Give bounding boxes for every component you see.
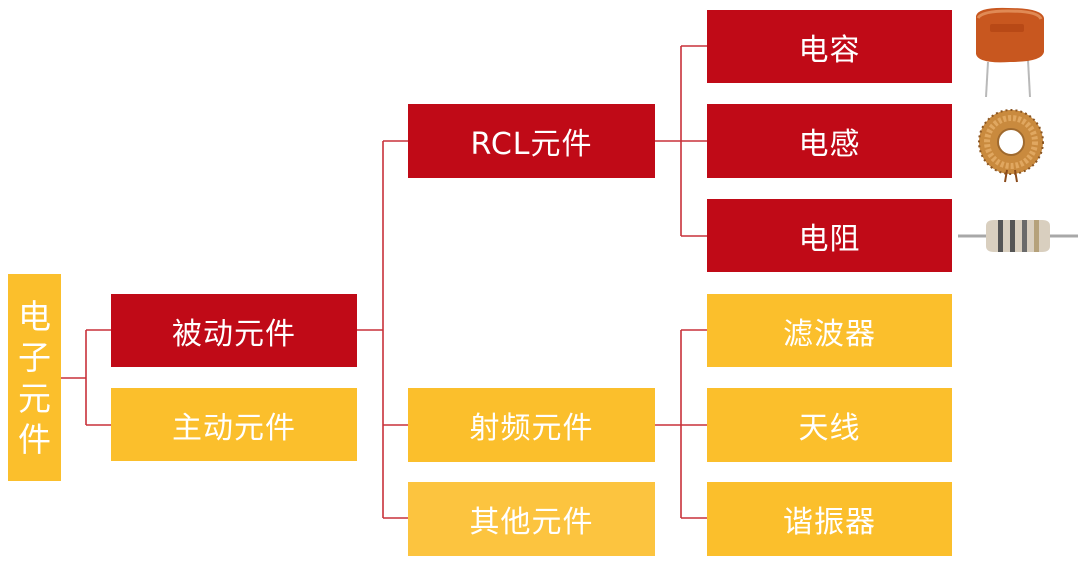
connector-root [61,329,111,426]
node-active-components: 主动元件 [111,388,357,461]
node-resonator: 谐振器 [707,482,952,556]
node-other-components: 其他元件 [408,482,655,556]
node-capacitor: 电容 [707,10,952,83]
root-char-2: 子 [18,337,51,377]
connector-rf [655,329,707,519]
node-antenna: 天线 [707,388,952,462]
resistor-icon [958,220,1078,252]
connector-rcl [655,45,707,237]
root-char-4: 件 [18,419,51,459]
node-filter: 滤波器 [707,294,952,367]
node-inductor: 电感 [707,104,952,178]
connector-passive [357,140,408,519]
node-rf-components: 射频元件 [408,388,655,462]
capacitor-icon [976,7,1044,98]
inductor-icon [978,109,1044,183]
node-resistor: 电阻 [707,199,952,272]
node-electronic-components: 电 子 元 件 [8,274,61,481]
root-char-1: 电 [18,296,51,336]
root-char-3: 元 [18,378,51,418]
node-rcl-components: RCL元件 [408,104,655,178]
node-passive-components: 被动元件 [111,294,357,367]
